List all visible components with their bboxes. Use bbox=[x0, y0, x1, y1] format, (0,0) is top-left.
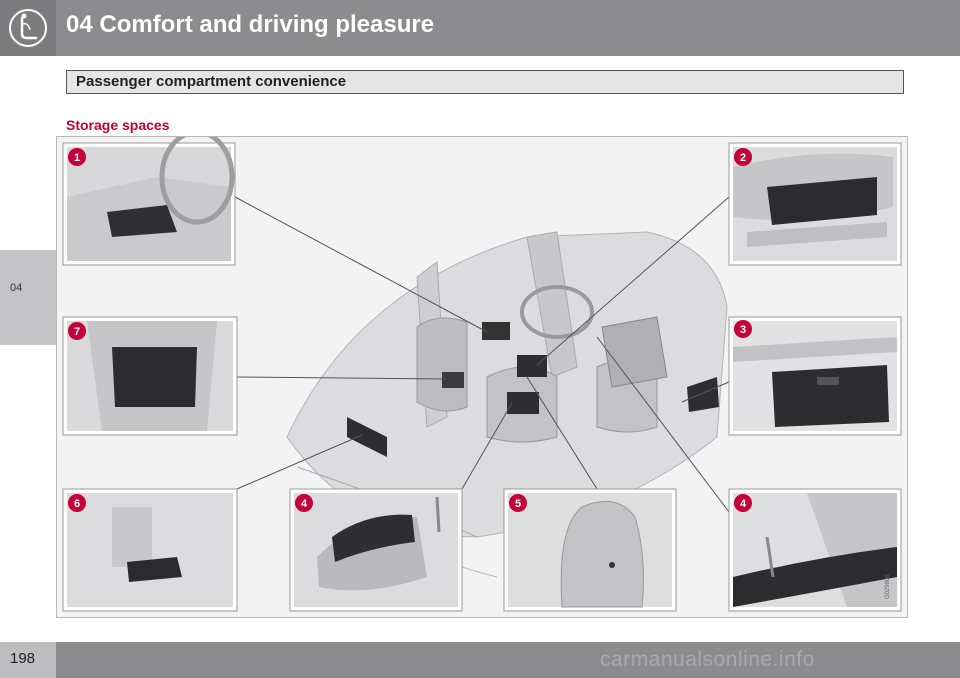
callout-number: 2 bbox=[740, 152, 746, 164]
callout-badge: 3 bbox=[734, 320, 752, 338]
panel-7-seatback-pocket bbox=[62, 316, 238, 436]
callout-badge: 4 bbox=[295, 494, 313, 512]
chapter-tab bbox=[0, 250, 56, 345]
callout-badge: 7 bbox=[68, 322, 86, 340]
panel-4-console-compartment: G029808 bbox=[728, 488, 902, 612]
callout-number: 4 bbox=[740, 498, 747, 510]
callout-badge: 1 bbox=[68, 148, 86, 166]
chapter-header-bar bbox=[0, 0, 960, 56]
image-code: G029808 bbox=[885, 574, 891, 599]
storage-spaces-illustration: 1 2 3 bbox=[56, 136, 908, 618]
callout-badge: 5 bbox=[509, 494, 527, 512]
callout-badge: 6 bbox=[68, 494, 86, 512]
panel-4-armrest-compartment bbox=[289, 488, 463, 612]
panel-1-door-pocket bbox=[62, 137, 236, 266]
sidebar bbox=[0, 56, 56, 642]
subheading: Storage spaces bbox=[66, 117, 170, 133]
section-title: Passenger compartment convenience bbox=[76, 73, 347, 90]
panel-6-rear-armrest bbox=[62, 488, 238, 612]
panel-3-glovebox bbox=[728, 316, 902, 436]
callout-number: 6 bbox=[74, 498, 80, 510]
leader-lines bbox=[234, 196, 730, 513]
panel-2-seat-pocket bbox=[728, 142, 902, 266]
callout-number: 5 bbox=[515, 498, 521, 510]
callout-number: 7 bbox=[74, 326, 80, 338]
callout-number: 4 bbox=[301, 498, 308, 510]
callout-badge: 2 bbox=[734, 148, 752, 166]
page-number: 198 bbox=[10, 650, 36, 667]
seat-icon bbox=[0, 0, 56, 56]
footer-bar bbox=[0, 642, 960, 678]
callout-number: 1 bbox=[74, 152, 80, 164]
page-number-box bbox=[0, 642, 56, 678]
section-title-box bbox=[66, 70, 904, 94]
chapter-title: 04 Comfort and driving pleasure bbox=[66, 11, 435, 38]
callout-badge: 4 bbox=[734, 494, 752, 512]
watermark: carmanualsonline.info bbox=[600, 648, 815, 671]
chapter-tab-label: 04 bbox=[10, 282, 23, 294]
panel-5-coat-hook bbox=[503, 488, 677, 612]
callout-number: 3 bbox=[740, 324, 746, 336]
